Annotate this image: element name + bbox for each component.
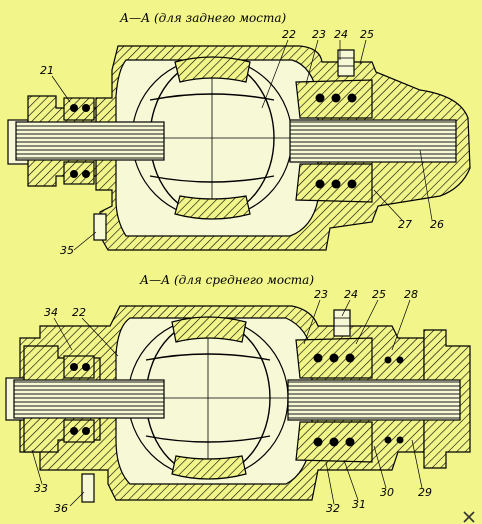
label-22: 22 bbox=[282, 28, 296, 41]
label-22b: 22 bbox=[72, 306, 86, 319]
label-25: 25 bbox=[360, 28, 374, 41]
label-27: 27 bbox=[398, 218, 412, 231]
label-23b: 23 bbox=[314, 288, 328, 301]
rear-axle-section: А—А (для заднего моста) bbox=[7, 11, 471, 257]
label-33: 33 bbox=[34, 482, 48, 495]
bottom-section-title: А—А (для среднего моста) bbox=[139, 273, 314, 287]
close-x-icon[interactable] bbox=[463, 511, 475, 523]
middle-through-shaft bbox=[287, 379, 461, 421]
label-25b: 25 bbox=[372, 288, 386, 301]
middle-axle-section: А—А (для среднего моста) bbox=[5, 273, 471, 515]
label-24b: 24 bbox=[344, 288, 358, 301]
label-31: 31 bbox=[352, 498, 366, 511]
label-28: 28 bbox=[404, 288, 418, 301]
middle-input-shaft bbox=[13, 379, 165, 419]
label-21: 21 bbox=[40, 64, 54, 77]
label-36: 36 bbox=[54, 502, 68, 515]
label-32: 32 bbox=[326, 502, 340, 515]
label-35: 35 bbox=[60, 244, 74, 257]
label-29: 29 bbox=[418, 486, 432, 499]
label-24: 24 bbox=[334, 28, 348, 41]
top-section-title: А—А (для заднего моста) bbox=[119, 11, 287, 25]
label-26: 26 bbox=[430, 218, 444, 231]
label-30: 30 bbox=[380, 486, 394, 499]
rear-left-half-shaft bbox=[15, 121, 165, 161]
label-34: 34 bbox=[44, 306, 58, 319]
label-23: 23 bbox=[312, 28, 326, 41]
rear-right-half-shaft bbox=[289, 119, 457, 163]
